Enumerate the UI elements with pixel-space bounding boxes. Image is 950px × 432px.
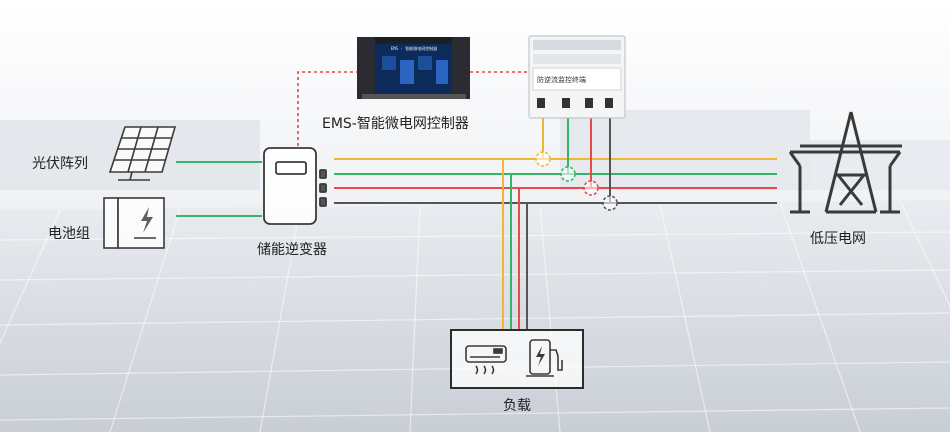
inverter-label: 储能逆变器 (257, 242, 327, 258)
load-box (450, 329, 584, 389)
comm-line-inverter-ems (297, 71, 357, 146)
ems-controller-device: EMS - 智能微电网控制器 (357, 37, 470, 99)
inverter-icon (263, 147, 327, 225)
charging-station-icon (526, 339, 563, 377)
ct-yellow (535, 151, 551, 167)
ct-sensors (535, 151, 618, 211)
transmission-tower-icon (788, 111, 902, 214)
breaker-title: 防逆流监控终端 (537, 75, 586, 84)
air-conditioner-icon (465, 345, 507, 375)
bus-lines (176, 118, 777, 330)
ems-screen-title: EMS - 智能微电网控制器 (391, 45, 437, 51)
pv-array-icon (108, 126, 177, 181)
breaker-device: 防逆流监控终端 (528, 35, 626, 119)
load-label: 负载 (503, 398, 531, 414)
comm-lines (297, 71, 528, 146)
pv-array-label: 光伏阵列 (32, 156, 88, 172)
ct-red (583, 180, 599, 196)
grid-label: 低压电网 (810, 231, 866, 247)
ct-dark (602, 195, 618, 211)
ct-green (560, 166, 576, 182)
battery-icon (103, 197, 165, 249)
battery-label: 电池组 (48, 226, 90, 242)
ems-label: EMS-智能微电网控制器 (322, 116, 469, 132)
